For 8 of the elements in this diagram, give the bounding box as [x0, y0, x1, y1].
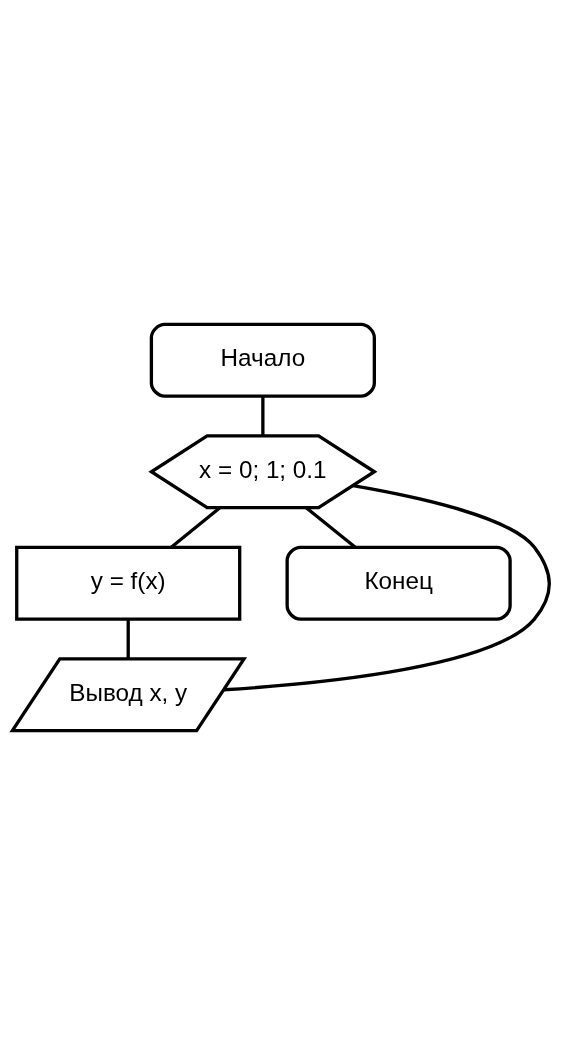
- connector: [223, 484, 551, 692]
- connector: [305, 506, 357, 549]
- connector: [261, 396, 265, 436]
- node-box: Начало: [149, 322, 376, 398]
- node-box: y = f(x): [15, 545, 242, 621]
- connector: [170, 506, 221, 549]
- connector: [126, 619, 130, 659]
- node-box: Конец: [285, 545, 512, 621]
